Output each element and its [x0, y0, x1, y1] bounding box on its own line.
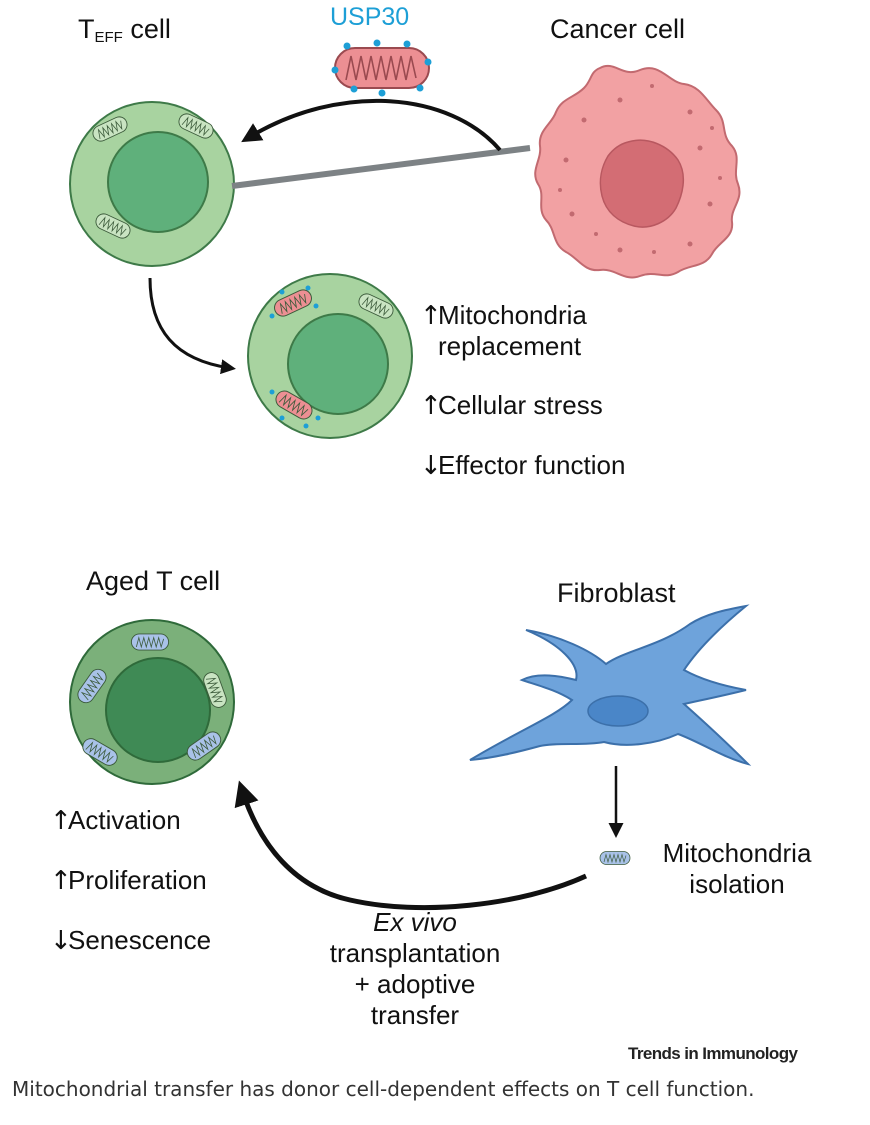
teff-label-rest: cell	[122, 14, 171, 44]
cancer-cell-label: Cancer cell	[550, 14, 686, 44]
transfer-label: Ex vivo transplantation + adoptive trans…	[300, 907, 530, 1031]
effect-label: Effector function	[438, 450, 626, 480]
down-arrow-icon: ↓	[50, 926, 72, 956]
down-arrow-icon: ↓	[420, 451, 442, 481]
effect-cellular-stress: ↑Cellular stress	[420, 390, 603, 422]
isolated-mitochondrion	[599, 851, 631, 865]
up-arrow-icon: ↑	[420, 301, 442, 331]
mito-isolation-line1: Mitochondria	[662, 838, 812, 868]
aged-t-cell	[69, 619, 235, 785]
effect-senescence: ↓Senescence	[50, 925, 211, 957]
synapse-link	[231, 145, 531, 189]
effect-label: Cellular stress	[438, 390, 603, 420]
effect-proliferation: ↑Proliferation	[50, 865, 207, 897]
up-arrow-icon: ↑	[50, 866, 72, 896]
transplantation-arrow	[234, 780, 588, 911]
effect-label: Activation	[68, 805, 181, 835]
transfer-label-line1: Ex vivo	[373, 907, 457, 937]
modified-teff-cell	[247, 273, 413, 439]
journal-name: Trends in Immunology	[628, 1044, 798, 1063]
effect-label: Proliferation	[68, 865, 207, 895]
effect-label: Senescence	[68, 925, 212, 955]
up-arrow-icon: ↑	[420, 391, 442, 421]
aged-t-cell-label: Aged T cell	[86, 566, 221, 596]
mito-isolation-line2: isolation	[689, 869, 785, 899]
transfer-label-line4: transfer	[370, 1000, 460, 1030]
effect-effector-function: ↓Effector function	[420, 450, 625, 482]
figure-caption: Mitochondrial transfer has donor cell-de…	[12, 1077, 755, 1101]
up-arrow-icon: ↑	[50, 806, 72, 836]
effect-label-line2: replacement	[438, 331, 582, 361]
cancer-cell	[534, 65, 741, 279]
teff-label-sub: EFF	[94, 29, 123, 46]
conversion-arrow	[148, 277, 236, 375]
mito-isolation-label: Mitochondria isolation	[642, 838, 832, 900]
transfer-arrow-top	[241, 98, 502, 152]
transfer-label-line2: transplantation	[329, 938, 501, 968]
fibroblast-cell	[469, 604, 752, 766]
teff-label-main: T	[78, 14, 95, 44]
effect-label-line1: Mitochondria	[438, 300, 587, 330]
fibroblast-label: Fibroblast	[557, 578, 676, 608]
effect-activation: ↑Activation	[50, 805, 181, 837]
transfer-label-line3: + adoptive	[354, 969, 476, 999]
teff-cell-label: TEFF cell	[78, 14, 171, 49]
usp30-mitochondrion	[331, 39, 432, 97]
usp30-label: USP30	[330, 3, 410, 31]
teff-cell	[69, 101, 235, 267]
